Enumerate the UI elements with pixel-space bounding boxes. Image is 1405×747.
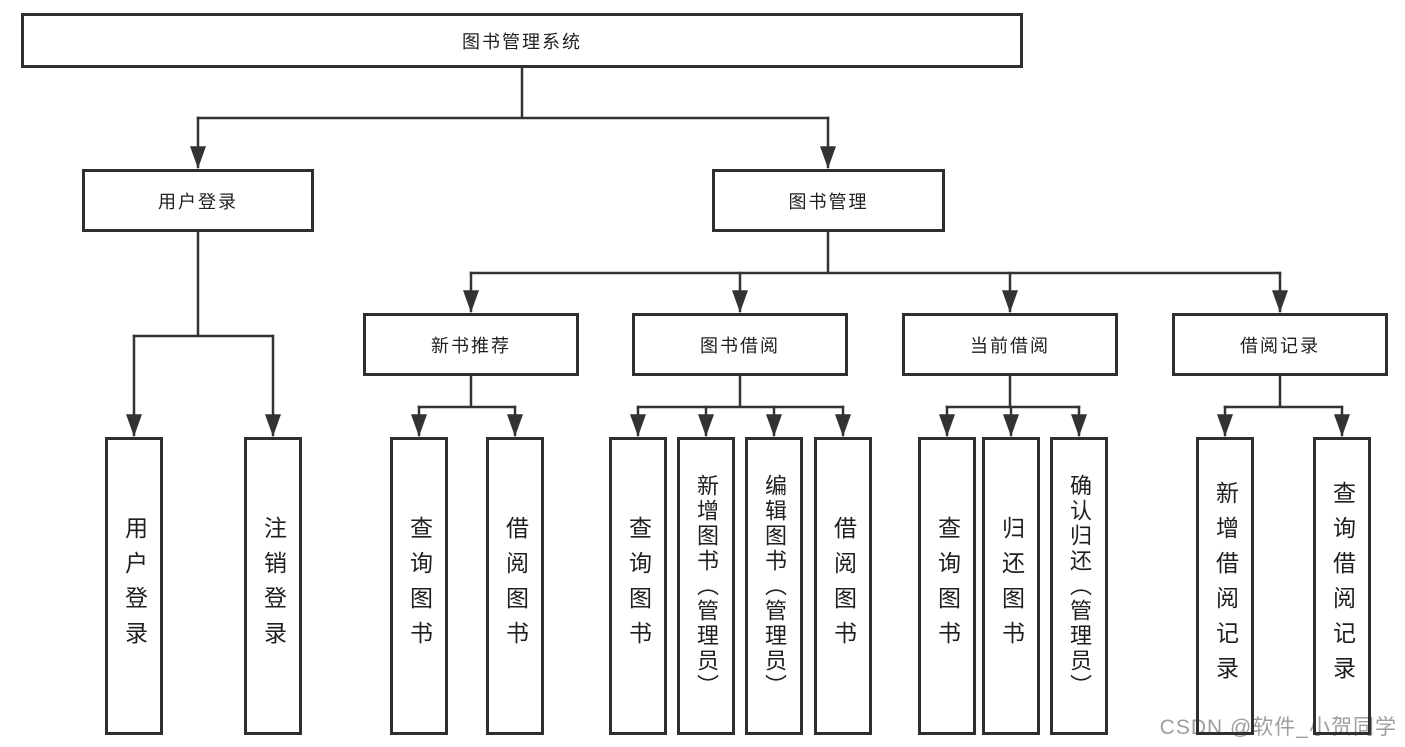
node-borrow-records-label: 借阅记录 bbox=[1240, 335, 1320, 356]
leaf-bb-edit-book-admin: 编辑图书（管理员） bbox=[745, 437, 803, 735]
node-book-management-label: 图书管理 bbox=[788, 191, 869, 212]
node-book-management: 图书管理 bbox=[712, 169, 945, 232]
leaf-bb-add-book-admin: 新增图书（管理员） bbox=[677, 437, 735, 735]
leaf-bb-query-book: 查询图书 bbox=[609, 437, 667, 735]
node-current-borrow: 当前借阅 bbox=[902, 313, 1118, 376]
leaf-bb-borrow-book-label: 借阅图书 bbox=[830, 516, 857, 656]
leaf-bb-edit-book-admin-label: 编辑图书（管理员） bbox=[762, 473, 787, 699]
node-system: 图书管理系统 bbox=[21, 13, 1023, 68]
leaf-cb-query-book: 查询图书 bbox=[918, 437, 976, 735]
connector-book-management bbox=[462, 230, 1289, 313]
node-current-borrow-label: 当前借阅 bbox=[970, 335, 1050, 356]
node-book-borrow: 图书借阅 bbox=[632, 313, 848, 376]
connector-user-login bbox=[125, 230, 282, 437]
connector-root bbox=[189, 66, 837, 169]
node-user-login: 用户登录 bbox=[82, 169, 314, 232]
leaf-bb-borrow-book: 借阅图书 bbox=[814, 437, 872, 735]
connector-book-borrow bbox=[629, 374, 852, 437]
node-new-book-recommend-label: 新书推荐 bbox=[431, 335, 511, 356]
connector-new-book-recommend bbox=[410, 374, 524, 437]
connector-borrow-records bbox=[1216, 374, 1351, 437]
leaf-bb-query-book-label: 查询图书 bbox=[625, 516, 652, 656]
leaf-br-add-record-label: 新增借阅记录 bbox=[1212, 481, 1239, 691]
leaf-cb-confirm-return-admin-label: 确认归还（管理员） bbox=[1067, 473, 1092, 699]
leaf-br-query-record-label: 查询借阅记录 bbox=[1329, 481, 1356, 691]
leaf-cb-confirm-return-admin: 确认归还（管理员） bbox=[1050, 437, 1108, 735]
leaf-rec-borrow-book: 借阅图书 bbox=[486, 437, 544, 735]
leaf-rec-query-book: 查询图书 bbox=[390, 437, 448, 735]
leaf-cb-query-book-label: 查询图书 bbox=[934, 516, 961, 656]
leaf-user-login: 用户登录 bbox=[105, 437, 163, 735]
node-system-label: 图书管理系统 bbox=[462, 31, 582, 52]
leaf-bb-add-book-admin-label: 新增图书（管理员） bbox=[694, 473, 719, 699]
leaf-logout: 注销登录 bbox=[244, 437, 302, 735]
node-new-book-recommend: 新书推荐 bbox=[363, 313, 579, 376]
leaf-br-add-record: 新增借阅记录 bbox=[1196, 437, 1254, 735]
leaf-rec-query-book-label: 查询图书 bbox=[406, 516, 433, 656]
connector-current-borrow bbox=[938, 374, 1088, 437]
leaf-user-login-label: 用户登录 bbox=[121, 516, 148, 656]
node-book-borrow-label: 图书借阅 bbox=[700, 335, 780, 356]
leaf-cb-return-book: 归还图书 bbox=[982, 437, 1040, 735]
leaf-logout-label: 注销登录 bbox=[260, 516, 287, 656]
leaf-rec-borrow-book-label: 借阅图书 bbox=[502, 516, 529, 656]
leaf-br-query-record: 查询借阅记录 bbox=[1313, 437, 1371, 735]
node-user-login-label: 用户登录 bbox=[158, 191, 238, 212]
leaf-cb-return-book-label: 归还图书 bbox=[998, 516, 1025, 656]
node-borrow-records: 借阅记录 bbox=[1172, 313, 1388, 376]
